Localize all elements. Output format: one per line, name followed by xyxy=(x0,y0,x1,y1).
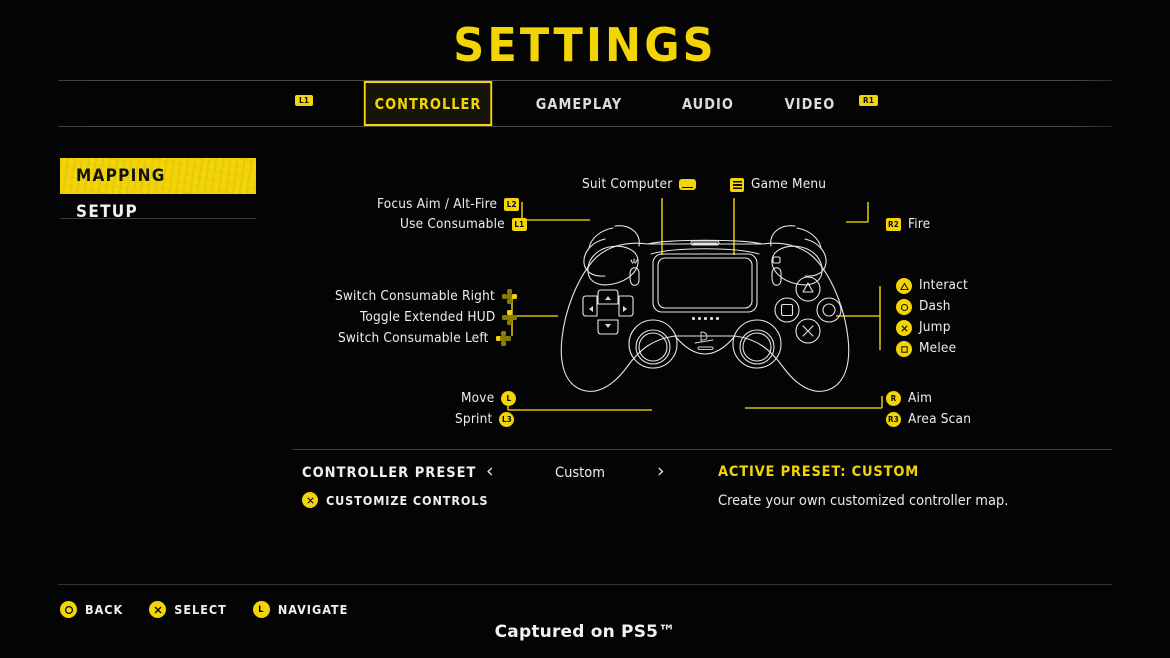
preset-next-button[interactable]: › xyxy=(657,460,665,482)
callout-switch-consumable-left[interactable]: Switch Consumable Left xyxy=(338,331,511,346)
tab-gameplay[interactable]: GAMEPLAY xyxy=(515,81,643,126)
dpad-right-icon xyxy=(501,289,517,304)
shoulder-r2-icon: R2 xyxy=(886,218,901,232)
square-button-icon xyxy=(896,341,912,357)
callout-game-menu[interactable]: Game Menu xyxy=(730,178,826,192)
preset-value: Custom xyxy=(555,465,605,481)
callout-connector-lines xyxy=(507,198,883,411)
callout-interact-label: Interact xyxy=(919,277,968,294)
footer-hint-select[interactable]: SELECT xyxy=(149,601,227,618)
sidebar-item-setup[interactable]: SETUP xyxy=(60,194,256,230)
preset-prev-button[interactable]: ‹ xyxy=(486,460,494,482)
tab-video-label: VIDEO xyxy=(784,94,836,113)
header-divider-bottom xyxy=(58,126,1112,127)
callout-focus-aim-label: Focus Aim / Alt-Fire xyxy=(377,196,498,212)
preset-label: CONTROLLER PRESET xyxy=(302,465,477,481)
customize-controls-label: CUSTOMIZE CONTROLS xyxy=(326,492,489,508)
dpad-left-icon xyxy=(495,331,511,346)
callout-toggle-extended-hud-label: Toggle Extended HUD xyxy=(360,308,496,325)
callout-suit-computer[interactable]: Suit Computer xyxy=(582,176,697,192)
callout-sprint-label: Sprint xyxy=(455,410,493,427)
sidebar-item-mapping[interactable]: MAPPING xyxy=(60,158,256,194)
callout-melee-label: Melee xyxy=(919,340,957,357)
footer-divider xyxy=(58,584,1112,585)
callout-use-consumable[interactable]: Use Consumable L1 xyxy=(400,216,527,232)
sidebar-item-setup-label: SETUP xyxy=(76,202,139,222)
circle-button-icon xyxy=(896,299,912,315)
tab-next-hint-r1: R1 xyxy=(859,95,879,106)
dualsense-controller-illustration xyxy=(560,225,850,392)
touchpad-icon xyxy=(679,179,697,191)
footer-hint-navigate[interactable]: L NAVIGATE xyxy=(252,601,349,618)
callout-use-consumable-label: Use Consumable xyxy=(400,216,505,232)
tab-prev-hint-l1: L1 xyxy=(295,95,314,106)
cross-button-icon xyxy=(896,320,912,336)
shoulder-l1-icon: L1 xyxy=(511,218,527,232)
footer-hint-back[interactable]: BACK xyxy=(60,601,123,618)
callout-jump[interactable]: Jump xyxy=(896,320,951,336)
callout-move-label: Move xyxy=(461,389,495,406)
callout-toggle-extended-hud[interactable]: Toggle Extended HUD xyxy=(360,308,518,325)
callout-dash-label: Dash xyxy=(919,298,951,315)
circle-button-icon xyxy=(60,601,77,618)
callout-move[interactable]: Move L xyxy=(461,389,517,406)
left-stick-icon: L xyxy=(501,391,517,406)
footer-hint-select-label: SELECT xyxy=(174,602,227,617)
tab-gameplay-label: GAMEPLAY xyxy=(535,94,623,113)
callout-game-menu-label: Game Menu xyxy=(751,176,827,193)
tab-controller[interactable]: CONTROLLER xyxy=(363,81,493,126)
tab-video[interactable]: VIDEO xyxy=(759,81,861,126)
controller-mapping-diagram: Suit Computer Game Menu Focus Aim / Alt-… xyxy=(290,150,1120,450)
triangle-button-icon xyxy=(896,278,912,294)
tab-audio-label: AUDIO xyxy=(682,94,734,113)
footer-hints: BACK SELECT L NAVIGATE xyxy=(60,601,348,618)
preset-divider xyxy=(292,449,1112,450)
tab-audio[interactable]: AUDIO xyxy=(657,81,759,126)
captured-on-ps5-watermark: Captured on PS5™ xyxy=(494,622,676,642)
left-stick-icon: L xyxy=(252,601,270,618)
page-title: SETTINGS xyxy=(453,18,717,72)
callout-jump-label: Jump xyxy=(919,319,951,336)
sidebar: MAPPING SETUP xyxy=(60,158,256,230)
callout-fire[interactable]: R2 Fire xyxy=(886,216,931,232)
callout-fire-label: Fire xyxy=(908,216,931,232)
callout-area-scan-label: Area Scan xyxy=(908,410,972,427)
callout-area-scan[interactable]: R3 Area Scan xyxy=(886,412,971,427)
controller-preset-row: CONTROLLER PRESET ‹ Custom › CUSTOMIZE C… xyxy=(292,460,1112,520)
sidebar-divider xyxy=(60,218,256,219)
callout-suit-computer-label: Suit Computer xyxy=(582,176,673,192)
right-stick-click-icon: R3 xyxy=(886,412,901,427)
footer-hint-back-label: BACK xyxy=(85,602,124,617)
dpad-up-icon xyxy=(502,310,518,325)
callout-dash[interactable]: Dash xyxy=(896,299,951,315)
preset-description: Create your own customized controller ma… xyxy=(718,493,1009,509)
cross-button-icon xyxy=(302,492,318,508)
settings-tabbar: L1 CONTROLLER GAMEPLAY AUDIO VIDEO R1 xyxy=(58,81,1112,126)
callout-interact[interactable]: Interact xyxy=(896,278,968,294)
callout-switch-consumable-right-label: Switch Consumable Right xyxy=(335,287,495,304)
active-preset-text: ACTIVE PRESET: CUSTOM xyxy=(718,464,919,480)
shoulder-l2-icon: L2 xyxy=(504,198,520,212)
options-menu-icon xyxy=(730,178,744,192)
cross-button-icon xyxy=(149,601,167,618)
callout-sprint[interactable]: Sprint L3 xyxy=(455,410,515,427)
header-divider-top xyxy=(58,80,1112,81)
callout-melee[interactable]: Melee xyxy=(896,341,956,357)
callout-switch-consumable-left-label: Switch Consumable Left xyxy=(338,329,489,346)
callout-aim-label: Aim xyxy=(908,389,933,406)
left-stick-click-icon: L3 xyxy=(499,412,515,427)
callout-focus-aim[interactable]: Focus Aim / Alt-Fire L2 xyxy=(377,196,520,212)
footer-hint-navigate-label: NAVIGATE xyxy=(277,602,349,617)
customize-controls-button[interactable]: CUSTOMIZE CONTROLS xyxy=(302,492,488,508)
right-stick-icon: R xyxy=(886,391,901,406)
callout-switch-consumable-right[interactable]: Switch Consumable Right xyxy=(335,289,517,304)
sidebar-item-mapping-label: MAPPING xyxy=(76,166,166,186)
tab-controller-label: CONTROLLER xyxy=(374,94,482,113)
callout-aim[interactable]: R Aim xyxy=(886,391,932,406)
